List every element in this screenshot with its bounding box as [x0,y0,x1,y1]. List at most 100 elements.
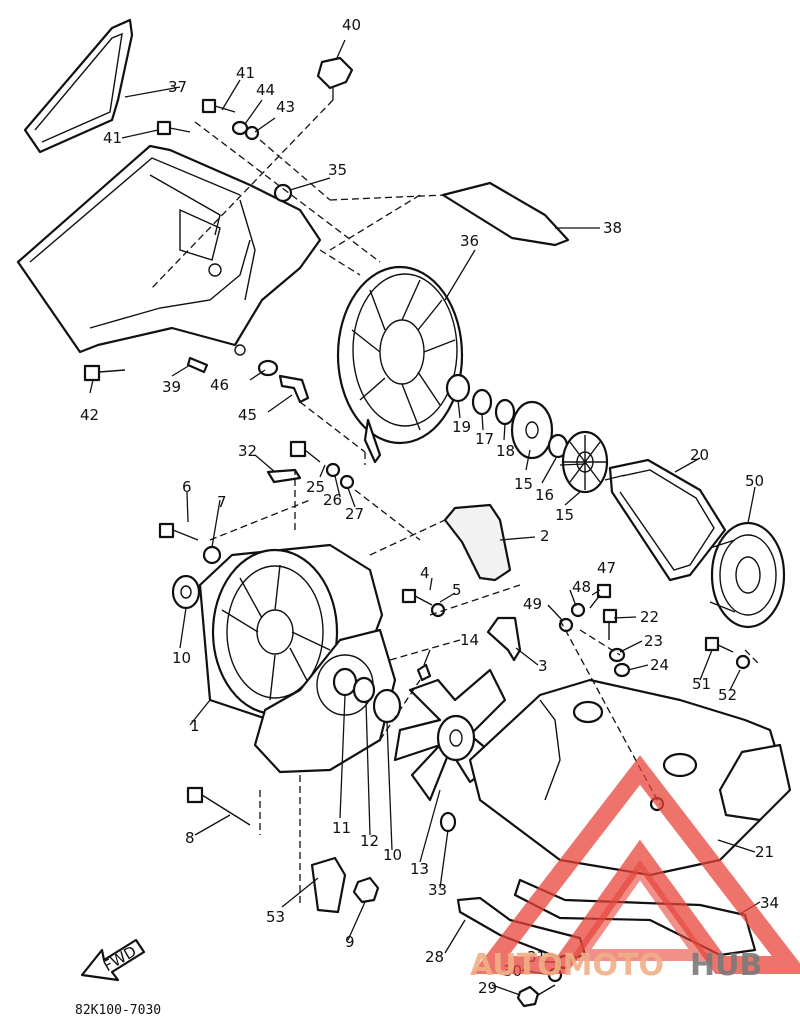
label-part-25: 25 [306,478,325,496]
watermark-text-part2: HUB [690,948,762,983]
watermark-text-part1: AUTOMOTO [470,948,664,983]
watermark-triangle-icon [471,755,800,974]
washer-17-icon [471,388,493,416]
bolt-47-icon [589,583,612,609]
label-part-40: 40 [342,16,361,34]
washer-49-icon [558,617,574,633]
bolt-25-icon [289,440,321,463]
label-part-9: 9 [345,933,355,951]
part-1-fan-cover [198,543,384,722]
label-part-44: 44 [256,81,275,99]
washer-18-icon [494,398,516,426]
label-part-4: 4 [420,564,430,582]
label-part-23: 23 [644,632,663,650]
label-part-8: 8 [185,829,195,847]
label-part-45: 45 [238,406,257,424]
label-part-32: 32 [238,442,257,460]
label-part-37: 37 [168,78,187,96]
washer-33-icon [439,811,457,833]
washer-12-icon [352,676,376,704]
label-part-12: 12 [360,832,379,850]
label-part-38: 38 [603,219,622,237]
label-part-51: 51 [692,675,711,693]
label-part-48: 48 [572,578,591,596]
bearing-11-icon [332,667,358,697]
part-20-drive-belt [608,458,727,582]
bolt-4-icon [401,588,433,606]
label-part-10b: 10 [383,846,402,864]
label-part-53: 53 [266,908,285,926]
label-part-5: 5 [452,581,462,599]
label-part-35: 35 [328,161,347,179]
label-part-26: 26 [323,491,342,509]
label-part-36: 36 [460,232,479,250]
drive-stack [445,373,609,494]
part-36-fan-housing [336,265,464,464]
part-3-bracket [486,616,522,662]
label-part-6: 6 [182,478,192,496]
label-part-19: 19 [452,418,471,436]
part-2-bracket [443,503,512,582]
fan-shroud-upper [16,144,322,356]
label-part-3: 3 [538,657,548,675]
backplate [253,628,397,774]
bolt-41a-icon [201,98,236,114]
label-part-16: 16 [535,486,554,504]
bolt-29-icon [516,984,556,1008]
washer-7-icon [202,545,222,565]
label-part-46: 46 [210,376,229,394]
label-part-33: 33 [428,881,447,899]
watermark-logo: AUTOMOTO HUB [470,755,800,983]
nut-9-icon [352,876,380,904]
part-50-pulley [709,521,786,629]
washer-24-icon [613,662,631,678]
seal-10a-icon [171,574,201,610]
label-part-49: 49 [523,595,542,613]
clip-14-icon [416,663,432,682]
label-part-41b: 41 [103,129,122,147]
assembly-guides [149,99,761,905]
label-part-43: 43 [276,98,295,116]
leader-lines [89,39,761,996]
label-part-18: 18 [496,442,515,460]
label-part-1: 1 [190,717,200,735]
label-part-39: 39 [162,378,181,396]
washer-43-icon [244,125,260,141]
clip-32-icon [266,468,302,484]
label-part-47: 47 [597,559,616,577]
label-part-50: 50 [745,472,764,490]
label-part-27: 27 [345,505,364,523]
label-part-15b: 15 [555,506,574,524]
label-part-34: 34 [760,894,779,912]
clip-39-icon [186,356,209,374]
label-part-24: 24 [650,656,669,674]
part-53-cover [310,856,347,914]
bolt-51-icon [704,636,734,653]
bolt-8-icon [186,786,251,826]
label-part-22: 22 [640,608,659,626]
label-part-28: 28 [425,948,444,966]
bolt-6-icon [158,522,199,541]
label-part-2: 2 [540,527,550,545]
bolt-41b-icon [156,120,191,136]
bolt-22-icon [602,608,618,640]
label-part-10a: 10 [172,649,191,667]
part-38-cover-strip [441,181,570,247]
label-part-21: 21 [755,843,774,861]
label-part-7: 7 [217,493,227,511]
label-part-13: 13 [410,860,429,878]
part-number-labels: 1 2 3 4 5 6 7 8 9 10 10 11 12 13 14 15 1… [80,16,779,997]
label-part-42: 42 [80,406,99,424]
collar-19-icon [445,373,471,403]
washer-48-icon [570,602,586,618]
label-part-29: 29 [478,979,497,997]
bolt-42-icon [83,364,126,382]
label-part-15a: 15 [514,475,533,493]
label-part-11: 11 [332,819,351,837]
plate-15-icon [510,400,554,460]
catalog-code: 82K100-7030 [75,1003,161,1018]
fwd-arrow-icon: FWD [80,938,146,982]
label-part-41a: 41 [236,64,255,82]
